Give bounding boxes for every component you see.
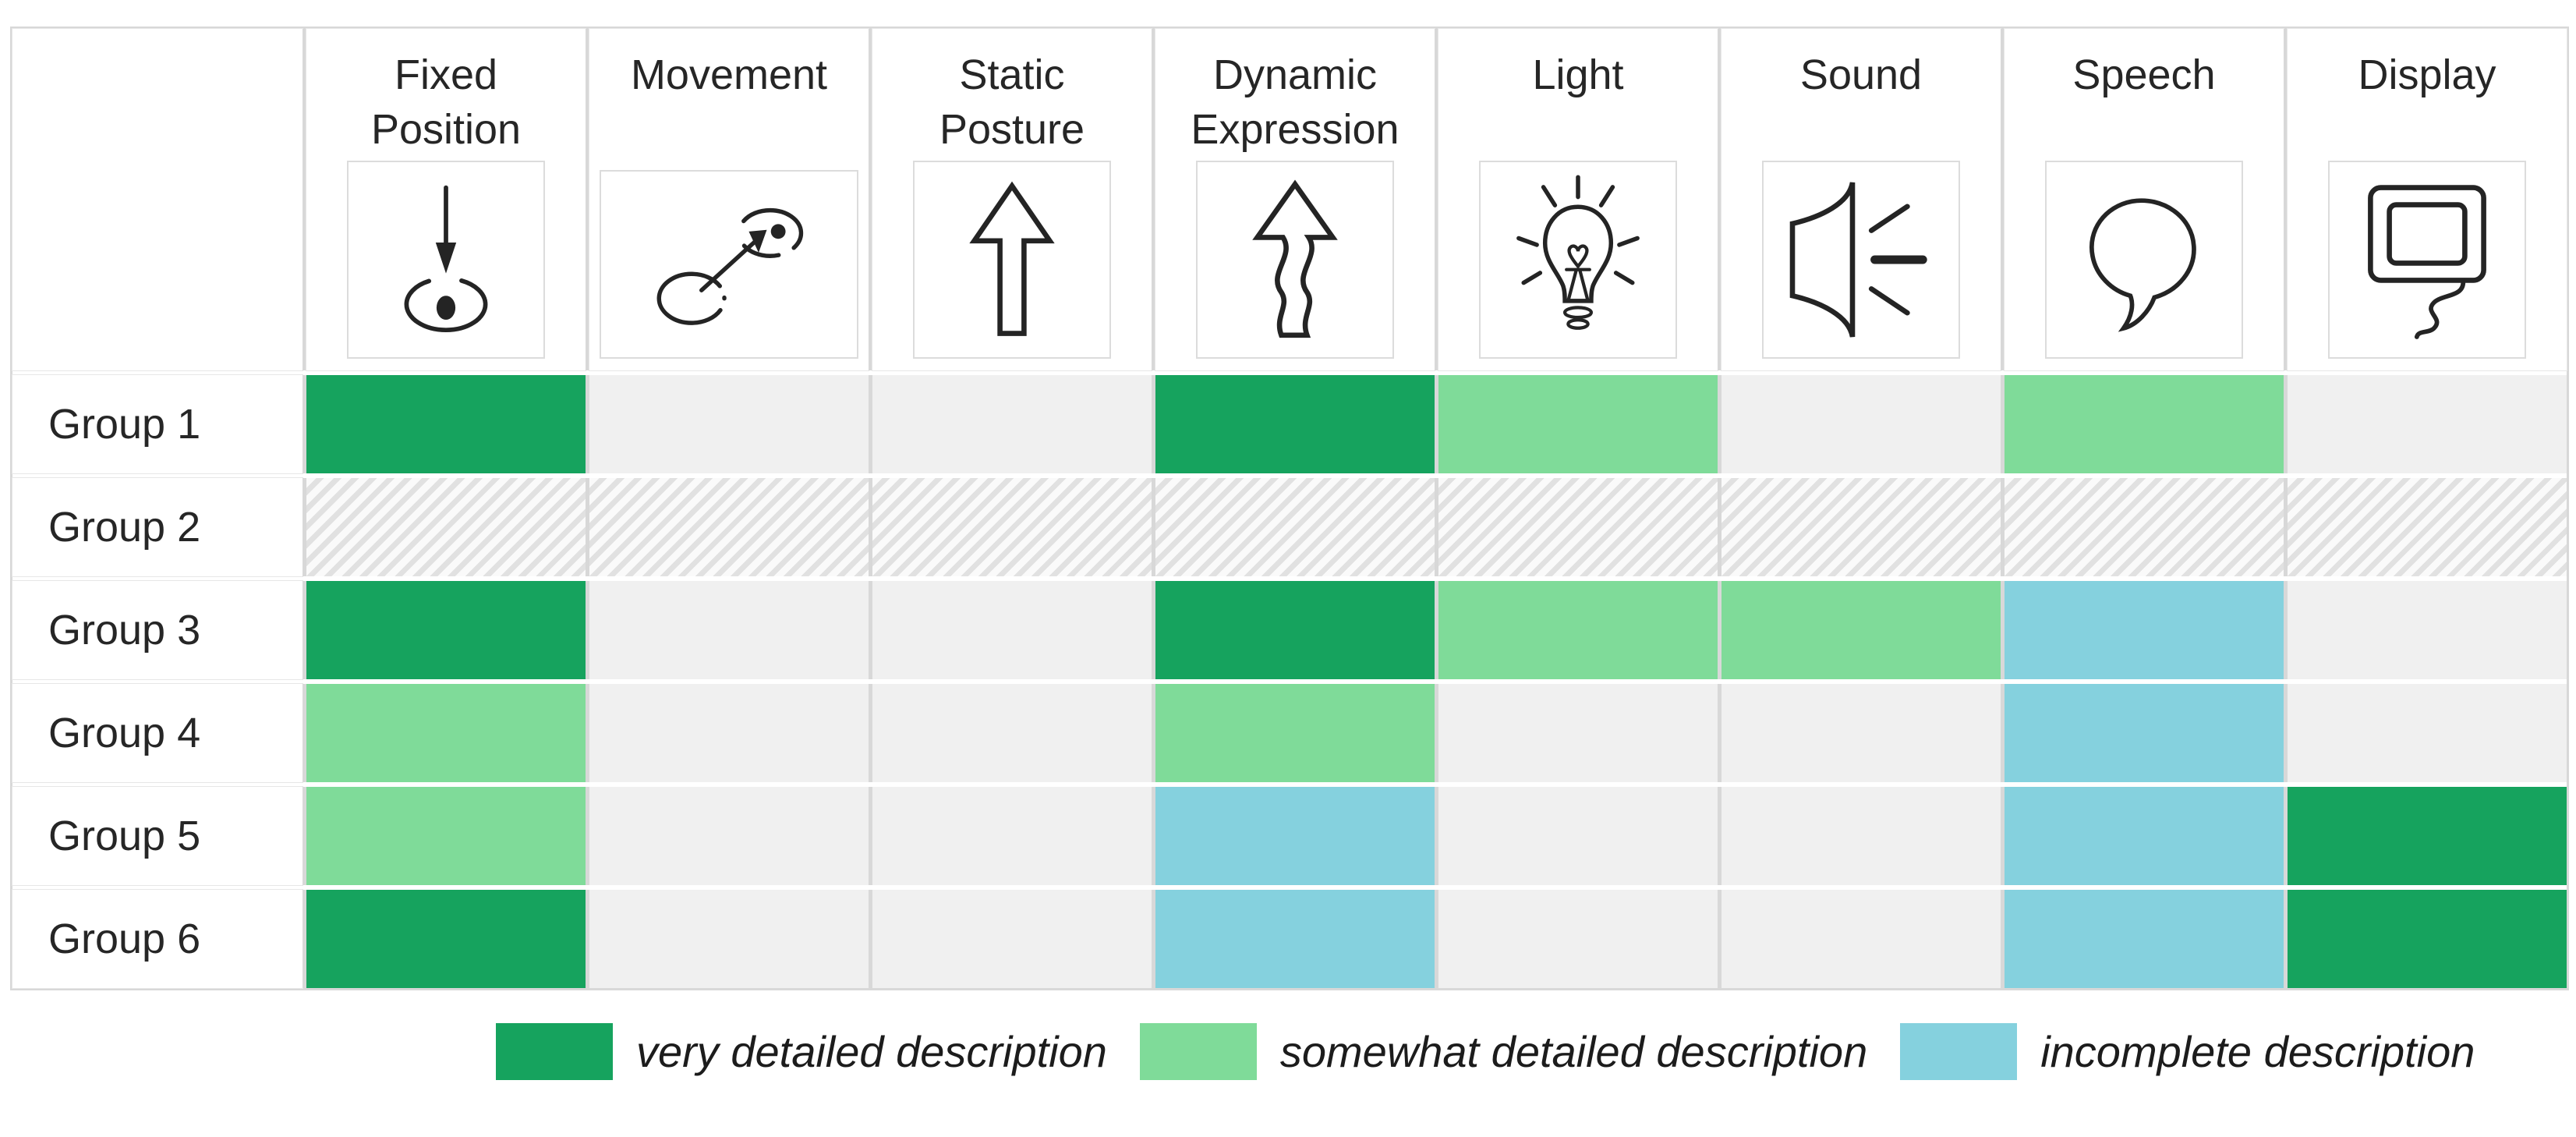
matrix-cell xyxy=(306,890,586,988)
row-label: Group 3 xyxy=(12,580,303,680)
matrix-cell xyxy=(2288,478,2567,576)
matrix-cell xyxy=(2288,787,2567,885)
column-header-speech: Speech xyxy=(2004,28,2284,371)
corner-cell xyxy=(12,28,303,371)
matrix-cell xyxy=(1721,787,2001,885)
matrix-cell xyxy=(1155,581,1435,679)
matrix-cell xyxy=(2288,375,2567,473)
legend-item-somewhat: somewhat detailed description xyxy=(1139,1023,1868,1080)
matrix-cell xyxy=(2005,375,2284,473)
matrix-cell xyxy=(589,890,869,988)
column-header-fixed-position: Fixed Position xyxy=(306,28,586,371)
fixed-position-icon xyxy=(347,161,545,359)
matrix-cell xyxy=(1155,787,1435,885)
matrix-cell xyxy=(1721,684,2001,782)
speech-icon xyxy=(2045,161,2243,359)
matrix-cell xyxy=(872,478,1152,576)
row-label: Group 4 xyxy=(12,683,303,783)
matrix-cell xyxy=(1155,890,1435,988)
column-header-light: Light xyxy=(1438,28,1718,371)
matrix-cell xyxy=(1155,684,1435,782)
legend-swatch-somewhat xyxy=(1139,1023,1257,1080)
column-header-display: Display xyxy=(2287,28,2567,371)
column-header-label: Static Posture xyxy=(939,51,1085,154)
matrix-cell xyxy=(1438,890,1718,988)
matrix-cell xyxy=(1438,684,1718,782)
matrix-cell xyxy=(1721,375,2001,473)
sound-icon xyxy=(1762,161,1960,359)
row-label: Group 5 xyxy=(12,786,303,886)
column-header-label: Sound xyxy=(1799,51,1923,98)
movement-icon xyxy=(600,170,858,359)
legend: very detailed description somewhat detail… xyxy=(496,1023,2475,1080)
matrix-cell xyxy=(872,890,1152,988)
matrix-cell xyxy=(872,684,1152,782)
column-header-label: Dynamic Expression xyxy=(1191,51,1399,154)
legend-swatch-incomplete xyxy=(1900,1023,2018,1080)
legend-label: incomplete description xyxy=(2040,1027,2475,1076)
matrix-cell xyxy=(2005,478,2284,576)
matrix-cell xyxy=(306,375,586,473)
matrix-cell xyxy=(872,375,1152,473)
column-header-dynamic-expression: Dynamic Expression xyxy=(1155,28,1435,371)
matrix-cell xyxy=(2005,684,2284,782)
legend-label: very detailed description xyxy=(636,1027,1107,1076)
static-posture-icon xyxy=(913,161,1111,359)
matrix-cell xyxy=(1721,581,2001,679)
legend-item-very: very detailed description xyxy=(496,1023,1107,1080)
matrix-cell xyxy=(1155,375,1435,473)
matrix-cell xyxy=(1721,478,2001,576)
legend-swatch-very xyxy=(496,1023,613,1080)
matrix-cell xyxy=(1438,375,1718,473)
row-label: Group 6 xyxy=(12,889,303,989)
matrix-cell xyxy=(872,581,1152,679)
column-header-movement: Movement xyxy=(589,28,869,371)
row-label: Group 2 xyxy=(12,477,303,577)
legend-label: somewhat detailed description xyxy=(1279,1027,1868,1076)
matrix-cell xyxy=(2005,787,2284,885)
matrix-table: Fixed Position Movement Static Posture Dyna… xyxy=(10,27,2569,990)
column-header-label: Display xyxy=(2358,51,2496,98)
matrix-cell xyxy=(2005,581,2284,679)
column-header-label: Fixed Position xyxy=(370,51,522,154)
column-header-static-posture: Static Posture xyxy=(872,28,1152,371)
matrix-cell xyxy=(2288,684,2567,782)
matrix-cell xyxy=(1721,890,2001,988)
column-header-sound: Sound xyxy=(1721,28,2001,371)
matrix-cell xyxy=(306,787,586,885)
dynamic-expression-icon xyxy=(1196,161,1394,359)
matrix-cell xyxy=(1438,478,1718,576)
matrix-cell xyxy=(589,684,869,782)
matrix-cell xyxy=(2005,890,2284,988)
row-label: Group 1 xyxy=(12,374,303,474)
matrix-cell xyxy=(306,684,586,782)
matrix-cell xyxy=(2288,581,2567,679)
legend-item-incomplete: incomplete description xyxy=(1900,1023,2475,1080)
matrix-cell xyxy=(872,787,1152,885)
matrix-cell xyxy=(589,787,869,885)
matrix-cell xyxy=(589,478,869,576)
display-icon xyxy=(2328,161,2526,359)
matrix-cell xyxy=(306,478,586,576)
column-header-label: Speech xyxy=(2072,51,2216,98)
matrix-cell xyxy=(589,581,869,679)
matrix-cell xyxy=(2288,890,2567,988)
matrix-cell xyxy=(589,375,869,473)
matrix-cell xyxy=(306,581,586,679)
matrix-cell xyxy=(1438,581,1718,679)
column-header-label: Movement xyxy=(630,51,828,98)
matrix-cell xyxy=(1155,478,1435,576)
light-icon xyxy=(1479,161,1677,359)
column-header-label: Light xyxy=(1532,51,1624,98)
matrix-cell xyxy=(1438,787,1718,885)
